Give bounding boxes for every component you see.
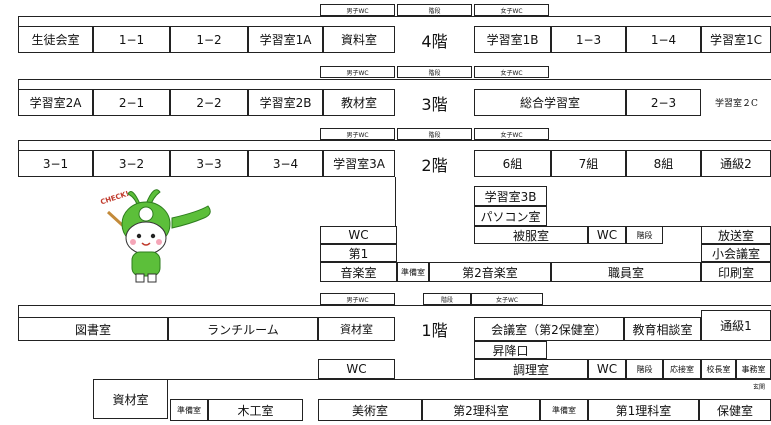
f4-stairs: 階段 (397, 4, 472, 16)
f1-genkan: 玄関 (752, 383, 765, 391)
f2-hifuku: 被服室 (474, 226, 588, 244)
mascot-svg (106, 189, 211, 283)
f3-male-wc: 男子WC (320, 66, 395, 78)
f2-wc-left: WC (320, 226, 397, 244)
f2-music1-a: 第1 (320, 244, 397, 262)
f1-kochoshitsu: 校長室 (701, 359, 736, 379)
f2-wing-stairs: 階段 (626, 226, 663, 244)
f4-floor-label: 4階 (421, 31, 448, 51)
f4-room-4: 資料室 (323, 26, 395, 53)
mascot-illustration: CHECK! (98, 182, 228, 292)
f1-bottom-7: 保健室 (699, 399, 771, 421)
f1-bottom-6: 第1理科室 (588, 399, 699, 421)
f1-jimushitsu: 事務室 (736, 359, 771, 379)
f4-room-5: 学習室1B (474, 26, 551, 53)
f4-female-wc: 女子WC (474, 4, 549, 16)
f3-room-6: 2−3 (626, 89, 701, 116)
f2-room-8: 通級2 (701, 150, 771, 177)
f2-male-wc: 男子WC (320, 128, 395, 140)
f4-room-7: 1−4 (626, 26, 701, 53)
f1-bottom-4: 第2理科室 (422, 399, 540, 421)
f4-room-8: 学習室1C (701, 26, 771, 53)
f2-music1-b: 音楽室 (320, 262, 397, 282)
f1-floor-label: 1階 (421, 321, 448, 340)
f2-junbi: 準備室 (397, 262, 429, 282)
f2-study-3b: 学習室3B (474, 186, 547, 206)
f1-wing-stairs: 階段 (626, 359, 663, 379)
f2-pc-room: パソコン室 (474, 206, 547, 226)
f2-room-2: 3−3 (170, 150, 248, 177)
f1-room-3: 会議室（第2保健室） (474, 317, 624, 341)
f1-bottom-2: 木工室 (208, 399, 303, 421)
f2-room-3: 3−4 (248, 150, 323, 177)
f1-room-0: 図書室 (18, 317, 168, 341)
f3-room-2: 2−2 (170, 89, 248, 116)
f4-room-2: 1−2 (170, 26, 248, 53)
f3-room-7: 学習室２C (715, 99, 758, 109)
f2-room-0: 3−1 (18, 150, 93, 177)
f3-room-4: 教材室 (323, 89, 395, 116)
f4-male-wc: 男子WC (320, 4, 395, 16)
f2-floor-label: 2階 (421, 155, 448, 175)
f3-room-3: 学習室2B (248, 89, 323, 116)
f1-male-wc: 男子WC (320, 293, 395, 305)
f1-wc-left: WC (318, 359, 395, 379)
f4-room-1: 1−1 (93, 26, 170, 53)
f1-female-wc: 女子WC (471, 293, 543, 305)
f2-female-wc: 女子WC (474, 128, 549, 140)
f2-wc-right: WC (588, 226, 626, 244)
f1-elevator: 昇降口 (474, 341, 547, 359)
f2-room-7: 8組 (626, 150, 701, 177)
f3-room-0: 学習室2A (18, 89, 93, 116)
f3-room-5: 総合学習室 (474, 89, 626, 116)
f2-shokaigi: 小会議室 (701, 244, 771, 262)
f1-room-5: 通級1 (701, 310, 771, 341)
f2-room-4: 学習室3A (323, 150, 395, 177)
f2-hoso: 放送室 (701, 226, 771, 244)
f3-stairs: 階段 (397, 66, 472, 78)
f2-insatsu: 印刷室 (701, 262, 771, 282)
f1-wc-right: WC (588, 359, 626, 379)
f1-oshusitsu: 応接室 (663, 359, 701, 379)
f1-bottom-0: 資材室 (93, 379, 168, 419)
f2-stairs: 階段 (397, 128, 472, 140)
f3-room-1: 2−1 (93, 89, 170, 116)
f2-music2: 第2音楽室 (429, 262, 551, 282)
f1-bottom-1: 準備室 (170, 399, 208, 421)
f1-bottom-3: 美術室 (318, 399, 422, 421)
f1-room-1: ランチルーム (168, 317, 318, 341)
f3-floor-label: 3階 (421, 94, 448, 114)
f1-stairs: 階段 (423, 293, 471, 305)
f1-room-4: 教育相談室 (624, 317, 701, 341)
f1-room-2: 資材室 (318, 317, 395, 341)
f4-room-3: 学習室1A (248, 26, 323, 53)
f4-room-6: 1−3 (551, 26, 626, 53)
f2-room-6: 7組 (551, 150, 626, 177)
f1-kitchen: 調理室 (474, 359, 588, 379)
f3-female-wc: 女子WC (474, 66, 549, 78)
f2-room-5: 6組 (474, 150, 551, 177)
f4-room-0: 生徒会室 (18, 26, 93, 53)
f2-staff: 職員室 (551, 262, 701, 282)
f1-bottom-5: 準備室 (540, 399, 588, 421)
f2-room-1: 3−2 (93, 150, 170, 177)
